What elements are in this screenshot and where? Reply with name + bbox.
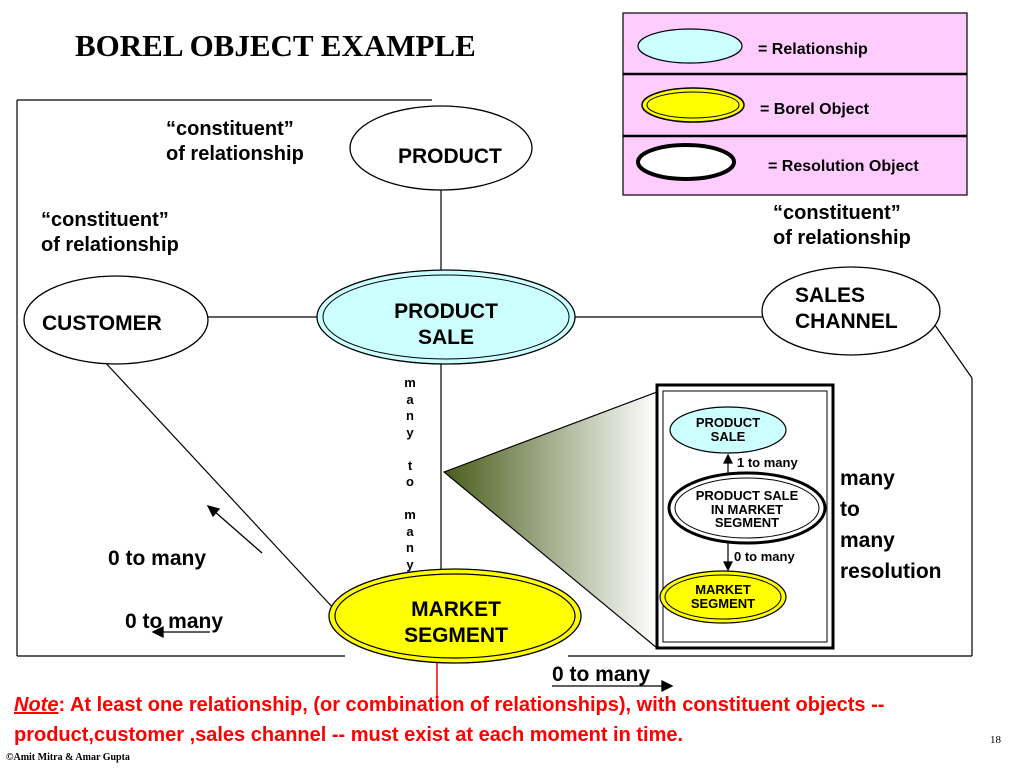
legend-resolution-object-icon <box>636 143 736 181</box>
many-to-many-resolution-label: many to many resolution <box>840 467 942 583</box>
note-colon: : <box>58 694 66 716</box>
legend-relationship-icon <box>637 28 743 64</box>
connector-lines <box>102 189 762 611</box>
panel-market-segment-label: MARKET SEGMENT <box>690 582 756 611</box>
constituent-label-left: “constituent” of relationship <box>41 209 179 256</box>
panel-one-to-many-label: 1 to many <box>737 455 798 470</box>
legend-borel-object-icon <box>641 87 745 123</box>
note-body: At least one relationship, (or combinati… <box>14 694 885 746</box>
panel-product-sale-node <box>669 406 787 454</box>
cardinality-left-upper: 0 to many <box>108 547 207 570</box>
customer-label: CUSTOMER <box>42 312 162 335</box>
page-title: BOREL OBJECT EXAMPLE <box>75 28 476 63</box>
legend-resolution-object-label: = Resolution Object <box>768 158 919 175</box>
cardinality-left-lower: 0 to many <box>125 610 224 633</box>
sales-channel-label: SALES CHANNEL <box>795 284 898 333</box>
slide-number: 18 <box>990 734 1001 746</box>
panel-zero-to-many-label: 0 to many <box>734 549 795 564</box>
legend-borel-object-label: = Borel Object <box>760 101 869 118</box>
panel-product-sale-in-market-segment-label: PRODUCT SALE IN MARKET SEGMENT <box>695 488 799 530</box>
customer-node <box>23 275 209 365</box>
vertical-many-to-many-label: m a n y t o m a n y <box>404 375 416 572</box>
product-label: PRODUCT <box>398 145 502 168</box>
sales-channel-node <box>761 266 941 356</box>
black-arrows <box>151 504 674 693</box>
product-sale-label: PRODUCT SALE <box>394 300 498 349</box>
panel-product-sale-in-market-segment-node <box>667 471 827 545</box>
constituent-label-top: “constituent” of relationship <box>166 118 304 165</box>
market-segment-label: MARKET SEGMENT <box>404 598 508 647</box>
footer-copyright: ©Amit Mitra & Amar Gupta <box>6 752 130 763</box>
constituent-label-right: “constituent” of relationship <box>773 202 911 249</box>
cardinality-bottom: 0 to many <box>552 663 651 686</box>
note-label: Note <box>14 694 59 716</box>
panel-arrows <box>723 453 733 572</box>
note-text: Note: At least one relationship, (or com… <box>14 690 1019 750</box>
product-sale-relationship-node <box>316 269 576 365</box>
legend-relationship-label: = Relationship <box>758 41 868 58</box>
frame-lines <box>16 99 973 657</box>
product-node <box>349 105 533 191</box>
market-segment-borel-node <box>328 568 582 664</box>
panel-product-sale-label: PRODUCT SALE <box>695 415 761 444</box>
panel-market-segment-node <box>659 570 787 624</box>
